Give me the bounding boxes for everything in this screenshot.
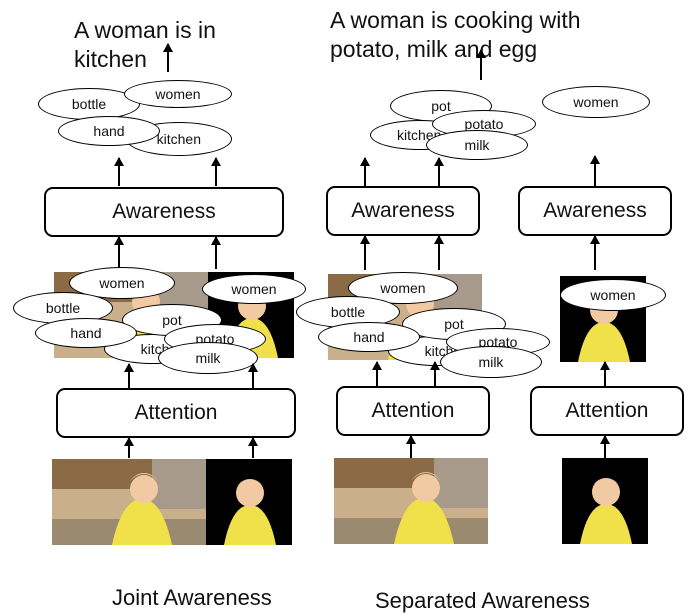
- separated-awareness-box-2: Awareness: [518, 186, 672, 236]
- separated-input-portrait-image: [562, 458, 648, 544]
- arrow-up: [360, 157, 370, 186]
- arrow-up: [248, 437, 258, 458]
- concept-hand: hand: [58, 116, 160, 146]
- separated-awareness-box-1: Awareness: [326, 186, 480, 236]
- arrow-up: [248, 363, 258, 388]
- concept-milk: milk: [426, 130, 528, 160]
- separated-input-kitchen-image: [334, 458, 488, 544]
- concept-women: women: [542, 86, 650, 118]
- concept-women: women: [124, 80, 232, 108]
- arrow-up: [430, 361, 440, 386]
- joint-input-portrait-image: [206, 459, 292, 545]
- separated-caption: A woman is cooking with potato, milk and…: [330, 7, 581, 62]
- arrow-up: [590, 235, 600, 270]
- separated-attention-box-1: Attention: [336, 386, 490, 436]
- joint-input-kitchen-image: [52, 459, 206, 545]
- arrow-up: [163, 43, 173, 72]
- arrow-up: [434, 235, 444, 270]
- arrow-up: [211, 157, 221, 186]
- concept-milk: milk: [440, 346, 542, 378]
- joint-awareness-box: Awareness: [44, 187, 284, 237]
- arrow-up: [114, 157, 124, 186]
- concept-women: women: [560, 279, 666, 311]
- arrow-up: [590, 155, 600, 186]
- arrow-up: [600, 361, 610, 386]
- concept-hand: hand: [318, 322, 420, 352]
- concept-milk: milk: [158, 342, 258, 374]
- arrow-up: [124, 363, 134, 388]
- arrow-up: [600, 435, 610, 458]
- concept-women: women: [202, 274, 306, 304]
- arrow-up: [406, 435, 416, 458]
- arrow-up: [124, 437, 134, 458]
- arrow-up: [434, 157, 444, 186]
- arrow-up: [114, 236, 124, 269]
- concept-women: women: [348, 272, 458, 304]
- joint-caption: A woman is in kitchen: [74, 17, 216, 72]
- arrow-up: [372, 361, 382, 386]
- arrow-up: [360, 235, 370, 270]
- joint-attention-box: Attention: [56, 388, 296, 438]
- concept-bottle: bottle: [38, 88, 140, 120]
- joint-awareness-label: Joint Awareness: [112, 585, 272, 610]
- arrow-up: [476, 49, 486, 80]
- arrow-up: [211, 236, 221, 269]
- separated-attention-box-2: Attention: [530, 386, 684, 436]
- separated-awareness-label: Separated Awareness: [375, 588, 590, 613]
- concept-hand: hand: [35, 318, 137, 348]
